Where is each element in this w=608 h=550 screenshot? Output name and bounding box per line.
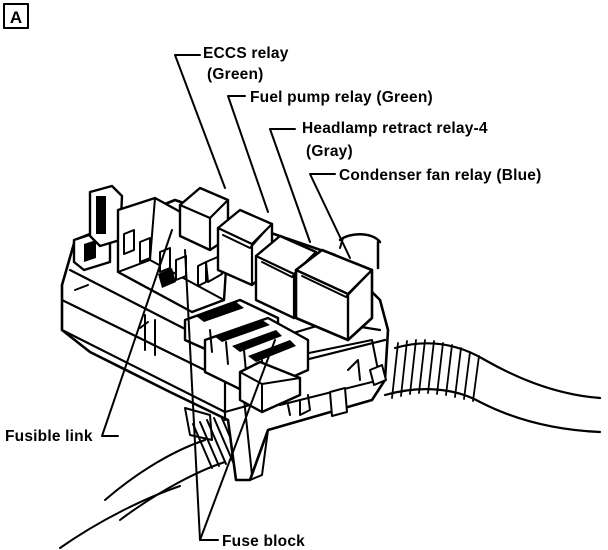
label-headlamp-relay: Headlamp retract relay-4 <box>302 120 488 137</box>
wiring-harness-right <box>383 339 602 434</box>
label-fuel-pump-relay: Fuel pump relay (Green) <box>250 89 433 106</box>
label-fuse-block: Fuse block <box>222 533 305 550</box>
label-condenser-fan-relay: Condenser fan relay (Blue) <box>339 167 541 184</box>
panel-letter: A <box>10 8 22 27</box>
cable-clip <box>338 233 382 270</box>
condenser-fan-relay <box>294 248 374 342</box>
leader-eccs-relay <box>174 54 226 189</box>
label-eccs-relay-color: (Green) <box>207 66 264 83</box>
leader-condenser-fan-relay <box>309 173 351 259</box>
label-headlamp-relay-color: (Gray) <box>306 143 353 160</box>
leader-fuse-block-b <box>199 339 276 541</box>
fuse-block-component <box>183 298 310 414</box>
leader-lines <box>101 54 351 541</box>
leader-fuse-block-a <box>184 249 201 541</box>
leader-fuel-pump-relay <box>227 95 269 213</box>
label-fusible-link: Fusible link <box>5 428 93 445</box>
leader-headlamp-relay <box>269 128 311 243</box>
panel-letter-box: A <box>3 3 29 29</box>
leader-fusible-link <box>101 229 173 437</box>
label-eccs-relay: ECCS relay <box>203 45 289 62</box>
